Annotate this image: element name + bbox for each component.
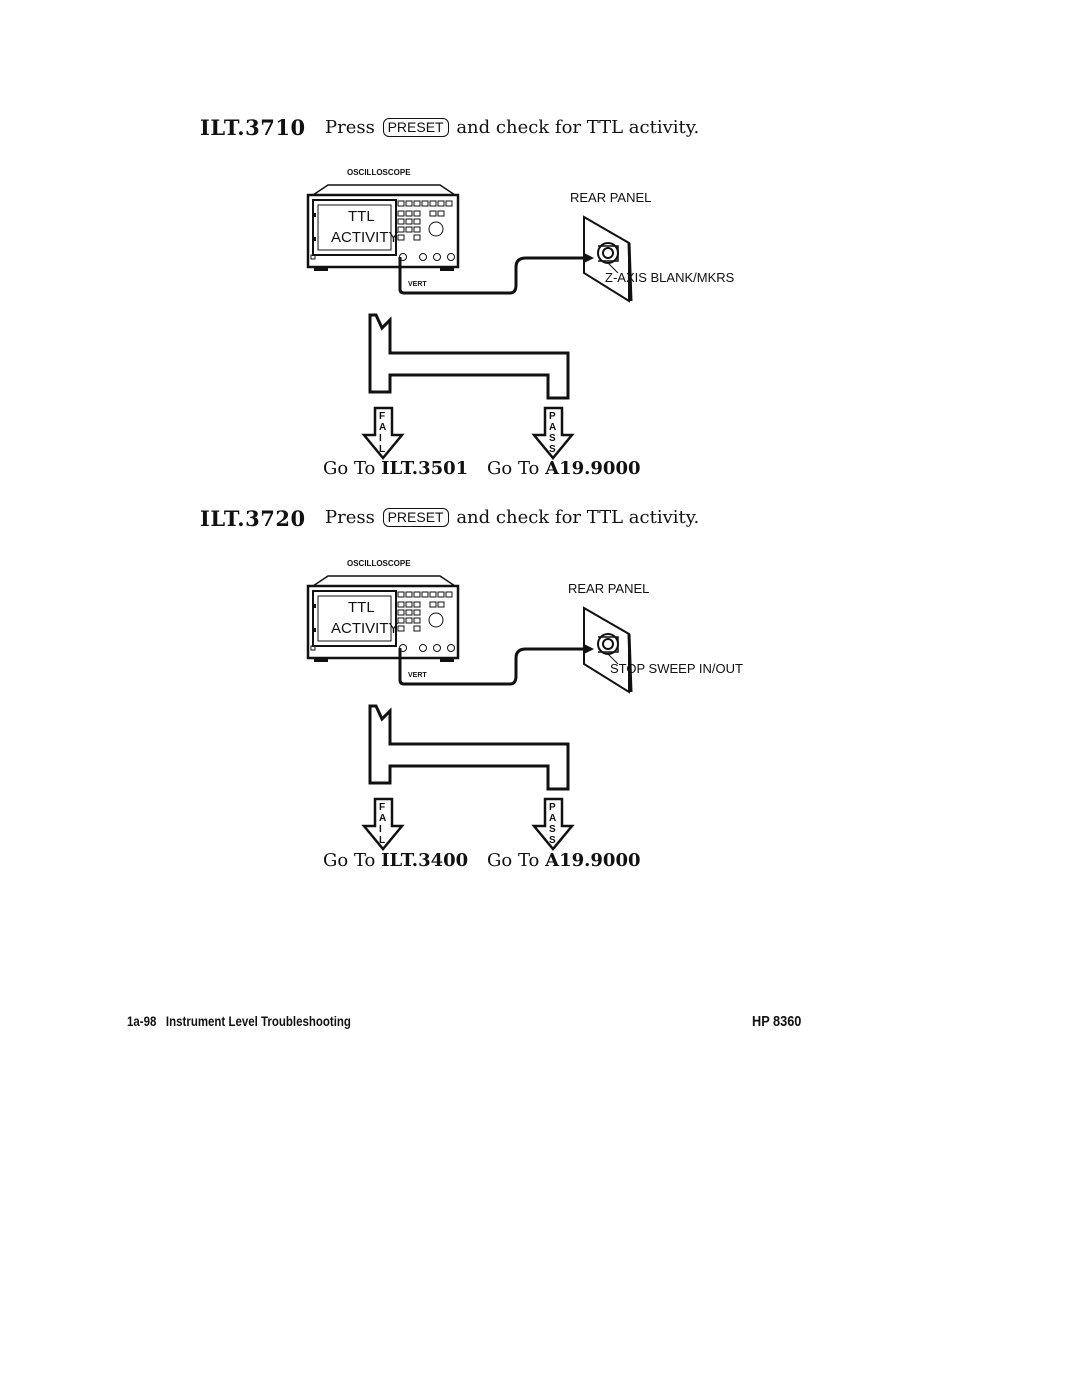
svg-text:P: P: [549, 411, 556, 422]
decision-bracket: [368, 313, 570, 400]
svg-text:A: A: [549, 813, 556, 824]
setup-figure: OSCILLOSCOPE TTL ACTIVITY: [300, 165, 770, 490]
preset-key: PRESET: [382, 118, 449, 137]
goto-fail-target: ILT.3400: [381, 850, 469, 871]
connector-label: Z-AXIS BLANK/MKRS: [605, 270, 735, 285]
screen-text-line1: TTL: [348, 599, 375, 616]
svg-text:I: I: [379, 433, 382, 444]
goto-pass-target: A19.9000: [545, 850, 641, 871]
oscilloscope-label: OSCILLOSCOPE: [347, 559, 411, 568]
pass-letters: P A S S: [549, 802, 556, 846]
preset-key: PRESET: [382, 508, 449, 527]
svg-text:A: A: [549, 422, 556, 433]
svg-text:P: P: [549, 802, 556, 813]
pass-arrow: [531, 406, 575, 460]
svg-text:S: S: [549, 444, 556, 455]
setup-figure: OSCILLOSCOPE TTL ACTIVITY: [300, 556, 770, 881]
connector-label: STOP SWEEP IN/OUT: [610, 661, 743, 676]
fail-letters: F A I L: [379, 802, 386, 846]
goto-prefix: Go To: [323, 458, 376, 479]
svg-text:L: L: [379, 444, 385, 455]
svg-text:S: S: [549, 824, 556, 835]
section-title: Instrument Level Troubleshooting: [165, 1013, 351, 1029]
step-id: ILT.3710: [200, 115, 306, 140]
instruction-prefix: Press: [325, 507, 375, 528]
svg-text:A: A: [379, 813, 386, 824]
svg-text:F: F: [379, 802, 385, 813]
goto-fail: Go To ILT.3400: [323, 850, 468, 871]
goto-prefix: Go To: [323, 850, 376, 871]
svg-text:S: S: [549, 433, 556, 444]
rear-panel: [583, 606, 633, 694]
step-id: ILT.3720: [200, 506, 306, 531]
model-name: HP 8360: [752, 1013, 802, 1030]
rear-panel: [583, 215, 633, 303]
page-footer: 1a-98 Instrument Level Troubleshooting: [127, 1013, 351, 1029]
pass-arrow: [531, 797, 575, 851]
oscilloscope: OSCILLOSCOPE: [306, 168, 460, 271]
svg-text:I: I: [379, 824, 382, 835]
rear-panel-label: REAR PANEL: [568, 581, 649, 596]
decision-bracket: [368, 704, 570, 791]
fail-letters: F A I L: [379, 411, 386, 455]
page-number: 1a-98: [127, 1013, 157, 1029]
probe-label: VERT: [408, 672, 427, 679]
svg-text:A: A: [379, 422, 386, 433]
svg-text:L: L: [379, 835, 385, 846]
goto-pass: Go To A19.9000: [487, 458, 641, 479]
goto-prefix: Go To: [487, 458, 540, 479]
goto-pass-target: A19.9000: [545, 458, 641, 479]
svg-text:F: F: [379, 411, 385, 422]
goto-fail-target: ILT.3501: [381, 458, 469, 479]
pass-letters: P A S S: [549, 411, 556, 455]
goto-pass: Go To A19.9000: [487, 850, 641, 871]
screen-text-line2: ACTIVITY: [331, 620, 399, 637]
goto-prefix: Go To: [487, 850, 540, 871]
oscilloscope: OSCILLOSCOPE: [306, 559, 460, 662]
svg-text:S: S: [549, 835, 556, 846]
step-instruction: Press PRESET and check for TTL activity.: [325, 117, 699, 138]
instruction-suffix: and check for TTL activity.: [456, 117, 700, 138]
goto-fail: Go To ILT.3501: [323, 458, 468, 479]
probe-label: VERT: [408, 281, 427, 288]
probe-cable: [398, 256, 588, 295]
instruction-prefix: Press: [325, 117, 375, 138]
screen-text-line1: TTL: [348, 208, 375, 225]
instruction-suffix: and check for TTL activity.: [456, 507, 700, 528]
oscilloscope-label: OSCILLOSCOPE: [347, 168, 411, 177]
fail-arrow: [361, 406, 405, 460]
fail-arrow: [361, 797, 405, 851]
rear-panel-label: REAR PANEL: [570, 190, 651, 205]
screen-text-line2: ACTIVITY: [331, 229, 399, 246]
step-instruction: Press PRESET and check for TTL activity.: [325, 507, 699, 528]
probe-cable: [398, 647, 588, 686]
